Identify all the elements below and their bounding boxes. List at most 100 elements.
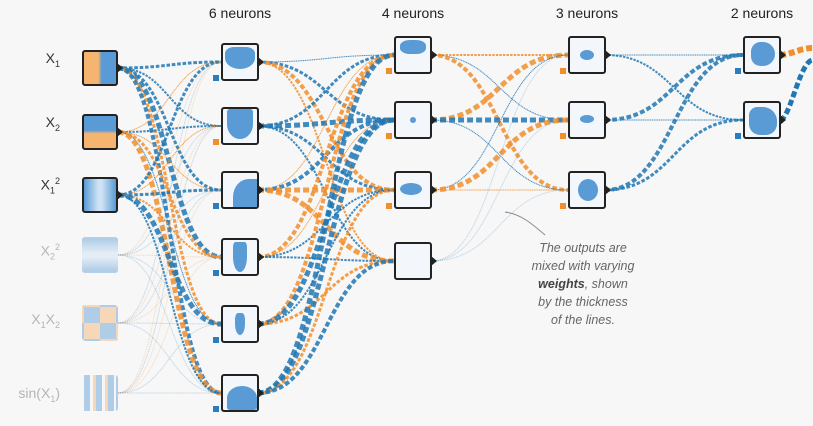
weight-line[interactable] <box>117 189 222 394</box>
layer-3-neuron-3[interactable] <box>568 171 606 209</box>
input-node-x1x2[interactable] <box>82 305 118 341</box>
input-node-x1-squared[interactable] <box>82 177 118 213</box>
layer-1-neuron-1[interactable] <box>221 43 259 81</box>
weight-line[interactable] <box>430 119 569 262</box>
weight-line[interactable] <box>117 125 222 256</box>
weight-line[interactable] <box>604 53 744 122</box>
weight-line[interactable] <box>117 192 222 327</box>
weight-line[interactable] <box>257 189 395 258</box>
weight-line[interactable] <box>430 54 569 262</box>
weight-line[interactable] <box>257 54 395 63</box>
weight-line[interactable] <box>117 65 222 260</box>
weight-line[interactable] <box>117 254 222 325</box>
weight-line[interactable] <box>117 194 222 258</box>
weight-line[interactable] <box>117 60 222 197</box>
layer-2-neuron-2[interactable] <box>394 101 432 139</box>
layer-2-neuron-4[interactable] <box>394 242 432 280</box>
weight-line[interactable] <box>117 66 222 395</box>
weight-line[interactable] <box>117 323 222 394</box>
input-node-x2-squared[interactable] <box>82 237 118 273</box>
bias-marker <box>560 133 566 139</box>
weight-line[interactable] <box>257 259 395 326</box>
weight-line[interactable] <box>257 189 395 325</box>
weight-line[interactable] <box>117 189 222 256</box>
weight-line[interactable] <box>117 61 222 256</box>
annotation-line-3: weights, shown <box>518 275 648 293</box>
weight-line[interactable] <box>604 54 744 121</box>
layer-1-neuron-2-activation-blob <box>227 109 253 139</box>
layer-3-neuron-2-activation-blob <box>580 115 594 123</box>
weight-line[interactable] <box>430 54 569 121</box>
weight-line[interactable] <box>117 125 222 196</box>
layer-1-neuron-5[interactable] <box>221 305 259 343</box>
weight-line[interactable] <box>117 61 222 394</box>
weight-line[interactable] <box>117 125 222 394</box>
weight-line[interactable] <box>604 118 744 192</box>
weight-line[interactable] <box>117 125 222 324</box>
layer-1-neuron-2[interactable] <box>221 107 259 145</box>
layer-4-neuron-2[interactable] <box>743 101 781 139</box>
annotation-pointer <box>504 211 546 236</box>
node-output-arrow-icon <box>605 50 611 60</box>
node-output-arrow-icon <box>117 190 123 200</box>
weight-line[interactable] <box>117 254 222 394</box>
weight-line[interactable] <box>430 119 569 191</box>
weight-line[interactable] <box>117 60 222 70</box>
layer-1-neuron-6-activation-blob <box>227 386 257 410</box>
layer-4-neuron-1[interactable] <box>743 36 781 74</box>
weight-line[interactable] <box>257 60 395 192</box>
node-output-arrow-icon <box>258 121 264 131</box>
feature-label-x1-squared: X12 <box>0 176 60 195</box>
layer-1-neuron-6[interactable] <box>221 374 259 412</box>
weight-line[interactable] <box>117 256 222 324</box>
weight-line[interactable] <box>257 117 395 129</box>
input-node-sin-x1[interactable] <box>82 375 118 411</box>
weight-line[interactable] <box>257 259 395 395</box>
layer-3-neuron-1[interactable] <box>568 36 606 74</box>
weight-line[interactable] <box>257 54 395 191</box>
weight-line[interactable] <box>430 117 569 193</box>
weight-line[interactable] <box>117 254 222 258</box>
bias-marker <box>735 68 741 74</box>
weight-line[interactable] <box>604 53 744 192</box>
weight-line[interactable] <box>117 131 222 191</box>
weight-line[interactable] <box>257 256 395 262</box>
weight-line[interactable] <box>257 118 395 192</box>
feature-label-sin-sub: 1 <box>50 393 56 404</box>
weight-line[interactable] <box>117 322 222 394</box>
layer-3-neuron-2[interactable] <box>568 101 606 139</box>
weight-line[interactable] <box>117 61 222 133</box>
layer-1-neuron-4[interactable] <box>221 238 259 276</box>
weight-line[interactable] <box>430 54 569 191</box>
layer-1-neuron-3[interactable] <box>221 171 259 209</box>
weight-line[interactable] <box>257 52 395 396</box>
node-output-arrow-icon <box>780 50 786 60</box>
feature-label-x1-base: X <box>45 50 55 66</box>
node-output-arrow-icon <box>431 115 437 125</box>
weight-line[interactable] <box>257 117 395 396</box>
feature-label-x2-sub: 2 <box>54 122 60 133</box>
bias-marker <box>735 133 741 139</box>
weight-line[interactable] <box>117 256 222 394</box>
node-output-arrow-icon <box>258 319 264 329</box>
weight-line[interactable] <box>257 53 395 128</box>
weight-line[interactable] <box>430 189 569 262</box>
weight-line[interactable] <box>257 187 395 264</box>
layer-2-neuron-3-activation-blob <box>400 183 422 195</box>
weight-line[interactable] <box>430 52 569 123</box>
weight-line[interactable] <box>117 130 222 259</box>
node-output-arrow-icon <box>431 50 437 60</box>
node-output-arrow-icon <box>258 252 264 262</box>
feature-label-x2-squared: X22 <box>0 242 60 261</box>
layer-2-neuron-1[interactable] <box>394 36 432 74</box>
node-output-arrow-icon <box>431 256 437 266</box>
layer-2-neuron-3[interactable] <box>394 171 432 209</box>
weight-line[interactable] <box>117 189 222 324</box>
weight-line[interactable] <box>117 194 222 394</box>
weight-line[interactable] <box>117 61 222 324</box>
annotation-line-4: by the thickness <box>538 295 628 309</box>
weight-line[interactable] <box>117 188 222 197</box>
input-node-x2[interactable] <box>82 114 118 150</box>
weight-line[interactable] <box>117 322 222 325</box>
input-node-x1[interactable] <box>82 50 118 86</box>
